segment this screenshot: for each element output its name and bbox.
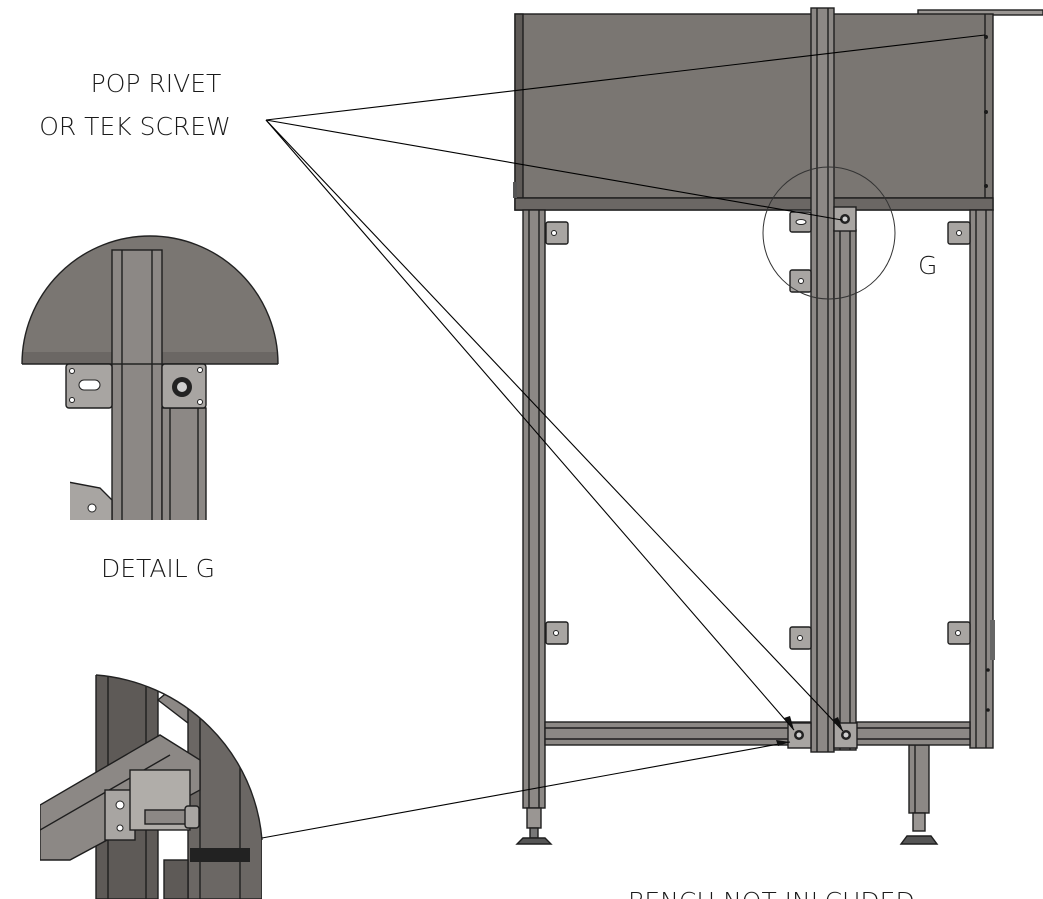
rivet-hole [984, 110, 988, 114]
callout-label-line2: OR TEK SCREW [39, 112, 231, 141]
left-leg [515, 209, 553, 845]
upper-cabinet-panel [513, 13, 994, 211]
main-assembly-view [513, 7, 1043, 845]
right-leg [969, 209, 995, 749]
detail-title: DETAIL G [101, 554, 215, 583]
detail-marker-label: G [918, 251, 937, 280]
center-post [810, 7, 857, 753]
isometric-joint-detail [40, 674, 263, 899]
bottom-rail [544, 721, 971, 746]
rivet-hole [984, 184, 988, 188]
detail-g-circle [762, 166, 896, 300]
bottom-note: BENCH NOT INLCUDED [628, 887, 915, 899]
rear-foot [899, 744, 939, 845]
callout-leader-lines [261, 34, 986, 839]
rivet-hole [984, 35, 988, 39]
angle-brackets [545, 211, 971, 650]
detail-g-view [21, 235, 279, 520]
callout-label-line1: POP RIVET [91, 69, 222, 98]
